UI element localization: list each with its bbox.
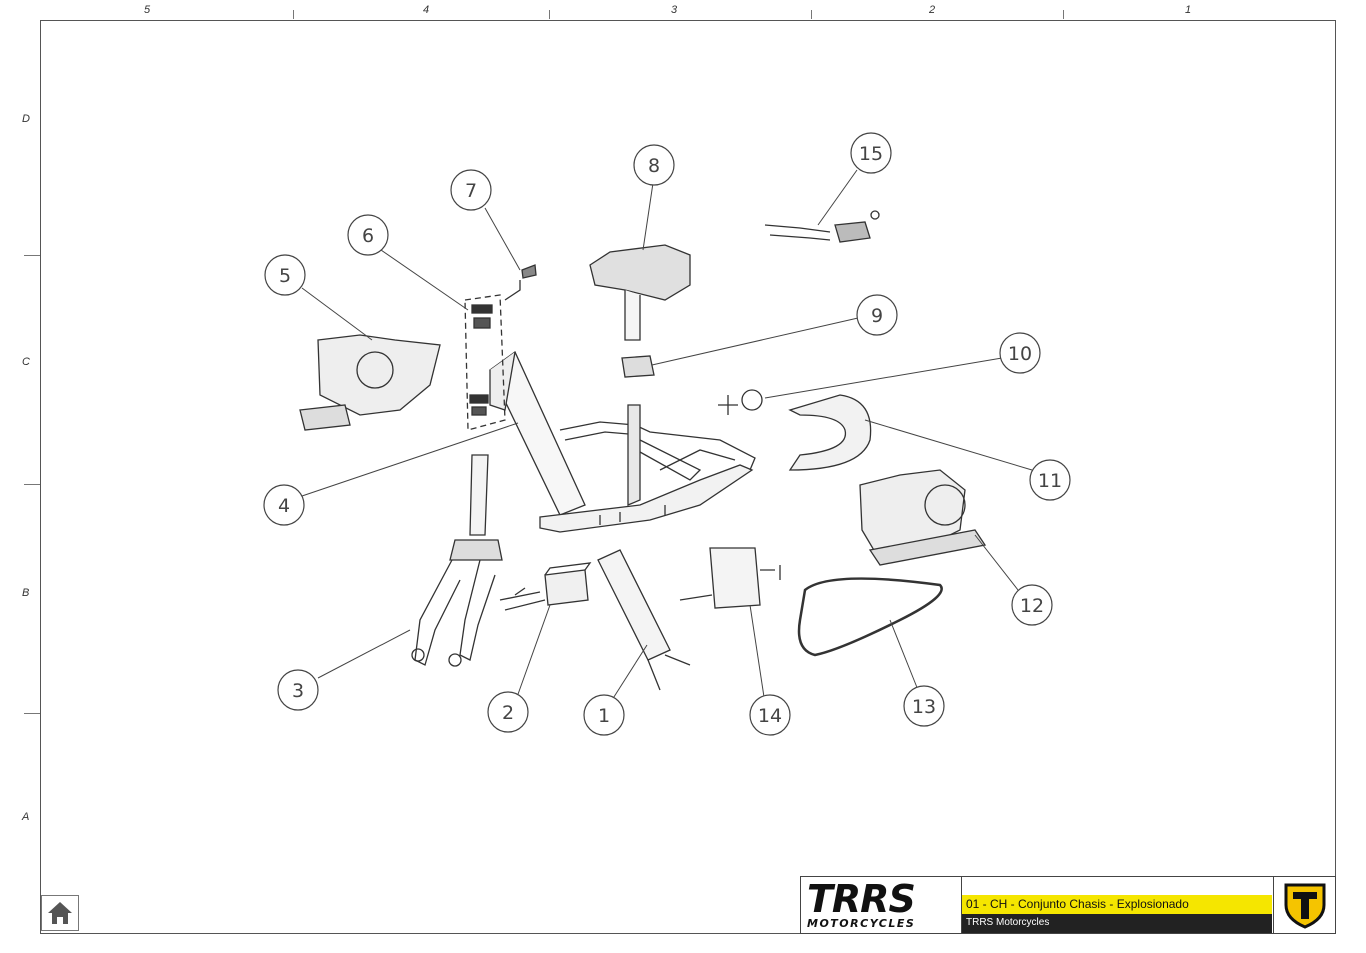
part-bolt	[521, 264, 537, 279]
callout-balloon	[583, 694, 625, 736]
callout-number: 9	[871, 305, 883, 327]
brand-logo-text: TRRS	[807, 877, 916, 921]
part-sprocket	[718, 389, 763, 415]
brand-tagline: MOTORCYCLES	[807, 917, 916, 930]
part-chain	[797, 577, 943, 657]
part-fender	[788, 394, 872, 471]
callout-balloon	[487, 691, 529, 733]
grid-tick	[24, 713, 40, 714]
callout-balloon	[264, 254, 306, 296]
grid-row-label: D	[22, 113, 30, 125]
callout-balloon	[903, 685, 945, 727]
grid-tick	[1063, 10, 1064, 19]
callout-number: 2	[502, 702, 514, 724]
callout-number: 6	[362, 225, 374, 247]
callout-balloon	[450, 169, 492, 211]
company-band	[962, 914, 1272, 933]
callout-balloon	[277, 669, 319, 711]
part-swingarm-left	[299, 334, 441, 431]
callout-balloon	[633, 144, 675, 186]
part-headset	[464, 280, 521, 431]
drawing-title: 01 - CH - Conjunto Chasis - Explosionado	[966, 897, 1189, 911]
callout-balloon	[856, 294, 898, 336]
callout-balloon	[850, 132, 892, 174]
drawing-frame	[40, 20, 1336, 934]
brand-cell: TRRS MOTORCYCLES	[801, 877, 962, 933]
callout-number: 12	[1020, 595, 1044, 617]
home-button[interactable]	[41, 895, 79, 931]
callout-balloon	[263, 484, 305, 526]
leader-lines	[301, 169, 1033, 701]
callout-number: 5	[279, 265, 291, 287]
callout-number: 10	[1008, 343, 1032, 365]
grid-row-label: C	[22, 356, 30, 368]
grid-row-label: B	[22, 587, 30, 599]
company-name: TRRS Motorcycles	[966, 917, 1050, 928]
part-seat	[589, 244, 691, 341]
part-footboard	[597, 549, 691, 691]
callout-number: 8	[648, 155, 660, 177]
grid-tick	[24, 255, 40, 256]
callout-number: 3	[292, 680, 304, 702]
grid-col-label: 4	[422, 4, 430, 16]
grid-col-label: 2	[928, 4, 936, 16]
part-clamp	[621, 355, 655, 378]
grid-row-label: A	[22, 811, 30, 823]
title-block: TRRS MOTORCYCLES 01 - CH - Conjunto Chas…	[800, 876, 1336, 934]
callout-balloon	[1029, 459, 1071, 501]
callout-balloon	[749, 694, 791, 736]
callout-number: 7	[465, 180, 477, 202]
callout-number: 11	[1038, 470, 1062, 492]
grid-col-label: 5	[143, 4, 151, 16]
grid-tick	[293, 10, 294, 19]
title-highlight	[962, 895, 1272, 914]
callout-balloon	[999, 332, 1041, 374]
part-swingarm-right	[859, 469, 987, 566]
callout-number: 13	[912, 696, 936, 718]
logo-cell	[1273, 877, 1336, 933]
callout-balloon	[1011, 584, 1053, 626]
grid-tick	[24, 484, 40, 485]
callout-number: 14	[758, 705, 782, 727]
trrs-shield-logo-icon	[1284, 883, 1326, 929]
callout-balloon	[347, 214, 389, 256]
grid-tick	[811, 10, 812, 19]
part-battery	[499, 562, 592, 611]
part-charger	[764, 210, 880, 243]
callout-number: 4	[278, 495, 290, 517]
part-frame	[489, 351, 756, 533]
part-motor	[679, 547, 781, 609]
home-icon	[48, 902, 72, 924]
callout-number: 15	[859, 143, 883, 165]
grid-col-label: 3	[670, 4, 678, 16]
part-fork	[411, 454, 503, 667]
callout-number: 1	[598, 705, 610, 727]
grid-tick	[549, 10, 550, 19]
grid-col-label: 1	[1184, 4, 1192, 16]
